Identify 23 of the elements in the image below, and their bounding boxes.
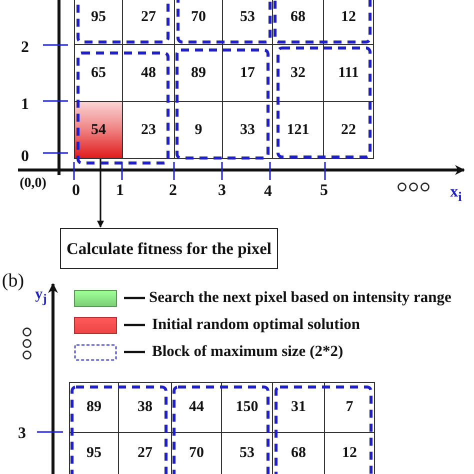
axis-label: 4 — [264, 184, 272, 200]
arrow — [97, 159, 104, 228]
pixel-cell: 22 — [323, 101, 374, 159]
axis-label: x$_{i}$ — [450, 184, 462, 204]
axis-label: y$_{j}$ — [35, 287, 47, 305]
process-box: Calculate fitness for the pixel — [60, 228, 278, 269]
axis-label: 0 — [21, 149, 29, 165]
axis-label: 3 — [18, 426, 26, 442]
axis-label: 2 — [21, 40, 29, 56]
axis-label: 1 — [21, 97, 29, 113]
axis-label: 2 — [169, 183, 177, 199]
legend-label: Block of maximum size (2*2) — [152, 344, 344, 360]
legend-label: Search the next pixel based on intensity range — [149, 290, 452, 306]
axis-label: 5 — [320, 183, 328, 199]
pixel-cell: 7 — [324, 382, 375, 433]
axis-label: 1 — [116, 183, 124, 199]
legend-label: Initial random optimal solution — [152, 317, 360, 332]
axis-label: 0 — [72, 183, 80, 199]
axis-label: 3 — [218, 183, 226, 199]
panel-label: (b) — [2, 272, 24, 290]
axis-label: (0,0) — [20, 177, 46, 191]
pixel-cell: 89 — [69, 382, 119, 433]
highlighted-pixel-cell: 54 — [74, 101, 123, 159]
